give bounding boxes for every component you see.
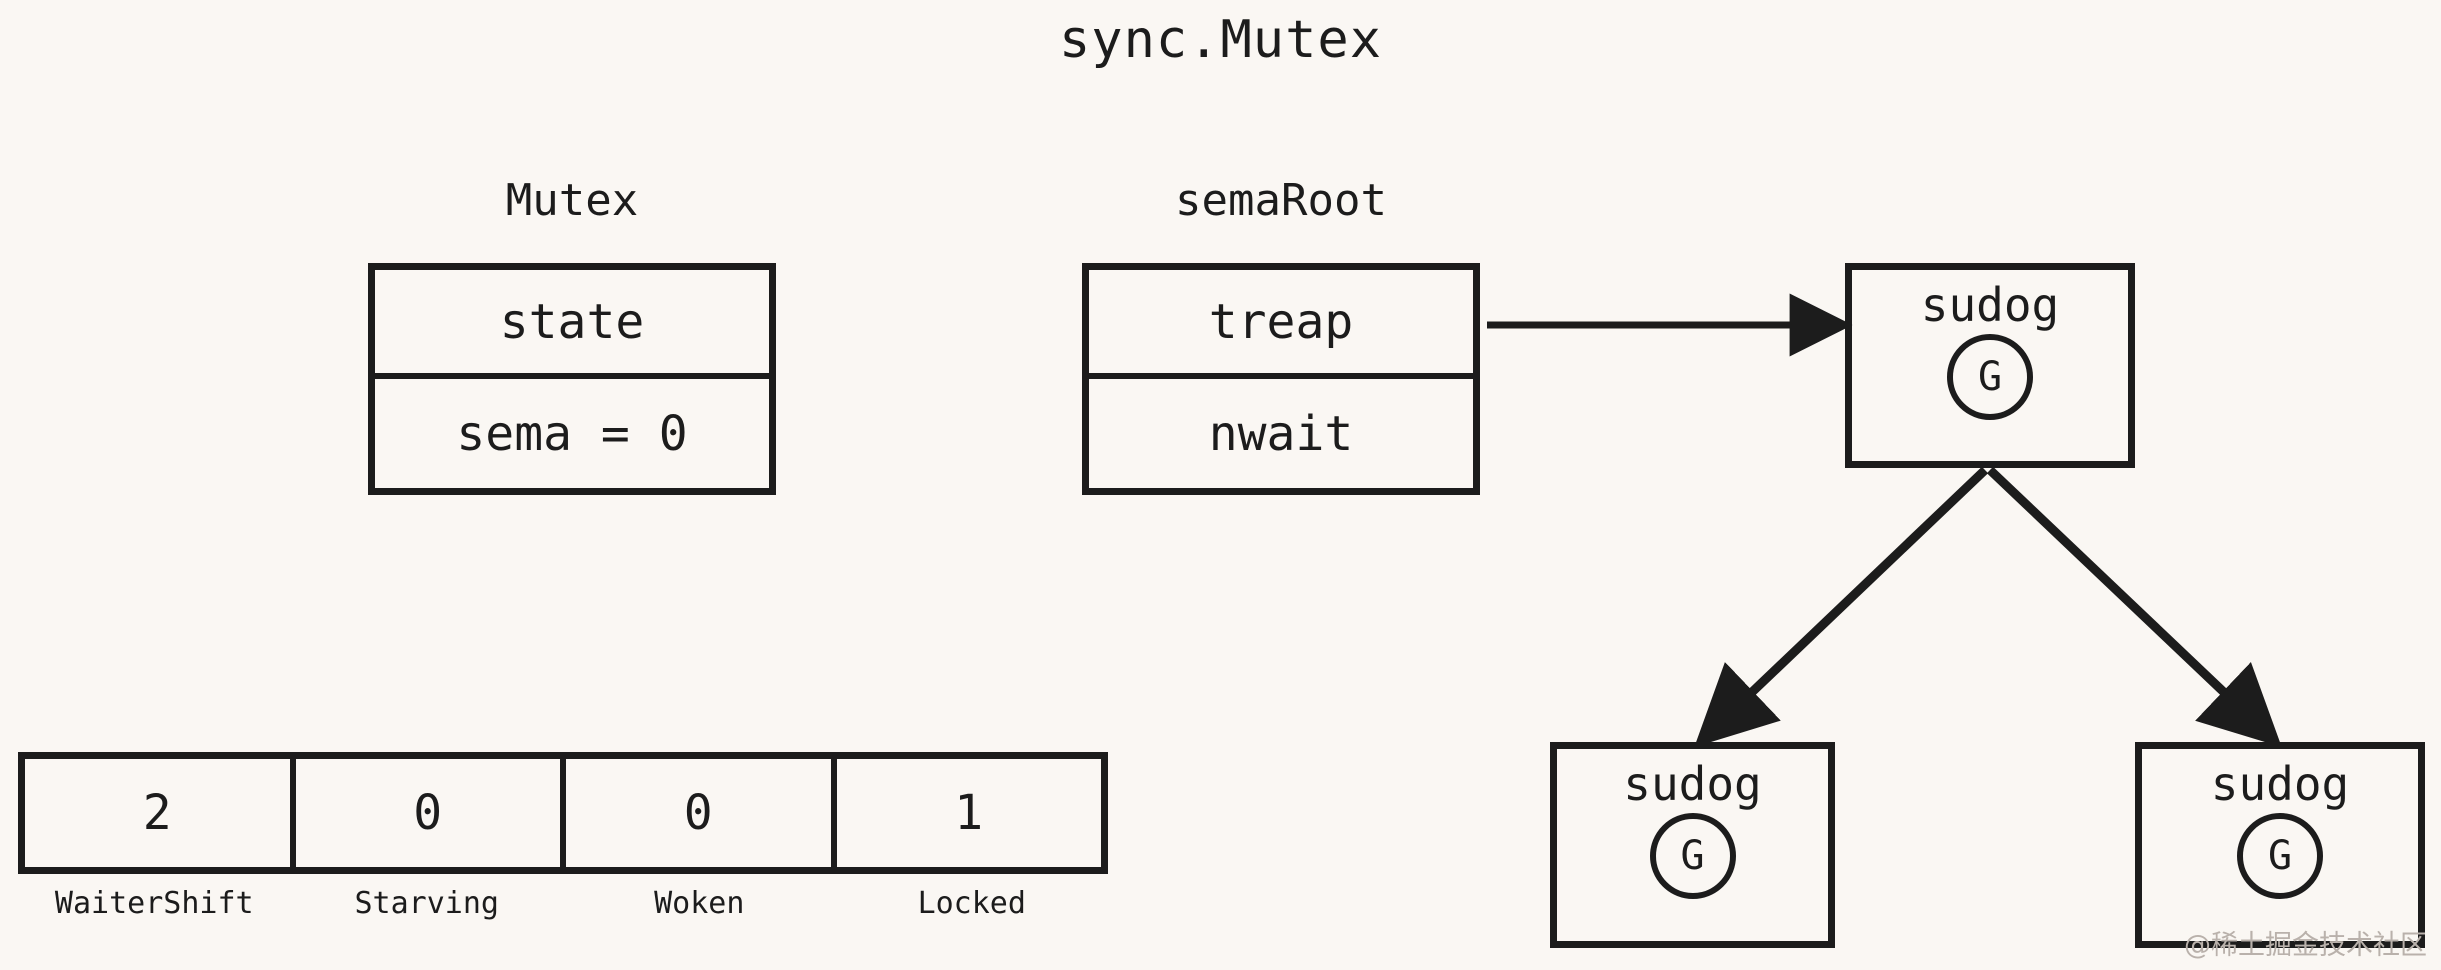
mutex-field-sema: sema = 0 [456,405,688,462]
state-bit-value-waitershift: 2 [25,759,296,867]
state-bit-value-woken: 0 [566,759,837,867]
state-bit-label-woken: Woken [654,886,745,921]
state-bits-table: 2 0 0 1 [18,752,1108,874]
goroutine-circle-left: G [1649,813,1736,899]
mutex-field-state: state [375,270,769,379]
arrow-root-to-right-sudog [1986,466,2282,748]
semaroot-struct-caption: semaRoot [1175,175,1387,226]
semaroot-struct-box: treap nwait [1082,263,1480,495]
semaroot-field-treap: treap [1089,270,1473,379]
sudog-node-left: sudog G [1550,742,1835,948]
semaroot-field-nwait: nwait [1208,405,1354,462]
sudog-root-label: sudog [1920,278,2060,332]
state-bit-label-starving: Starving [354,886,500,921]
arrow-root-to-left-sudog [1694,466,1989,748]
state-bit-label-waitershift: WaiterShift [54,886,254,921]
mutex-struct-caption: Mutex [505,175,639,226]
state-bit-label-locked: Locked [917,886,1026,921]
mutex-struct-box: state sema = 0 [368,263,776,495]
sudog-right-label: sudog [2210,757,2350,811]
sudog-left-label: sudog [1623,757,1762,811]
goroutine-circle-right: G [2237,813,2323,899]
goroutine-circle-root: G [1947,334,2033,420]
sudog-node-right: sudog G [2135,742,2425,948]
sudog-node-root: sudog G [1845,263,2135,468]
state-bits-labels: WaiterShift Starving Woken Locked [18,884,1108,924]
state-bit-value-starving: 0 [296,759,566,867]
state-bit-value-locked: 1 [954,785,984,841]
page-title: sync.Mutex [1058,10,1383,70]
watermark: @稀土掘金技术社区 [2184,930,2427,961]
